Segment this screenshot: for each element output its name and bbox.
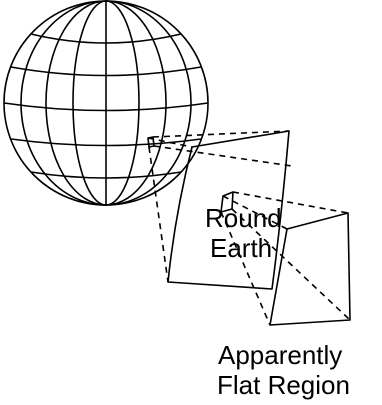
flat-region-label: Flat Region bbox=[217, 371, 350, 400]
globe bbox=[4, 1, 208, 205]
earth-label: Earth bbox=[210, 234, 272, 263]
apparently-label: Apparently bbox=[218, 341, 342, 370]
round-label: Round bbox=[205, 204, 282, 233]
